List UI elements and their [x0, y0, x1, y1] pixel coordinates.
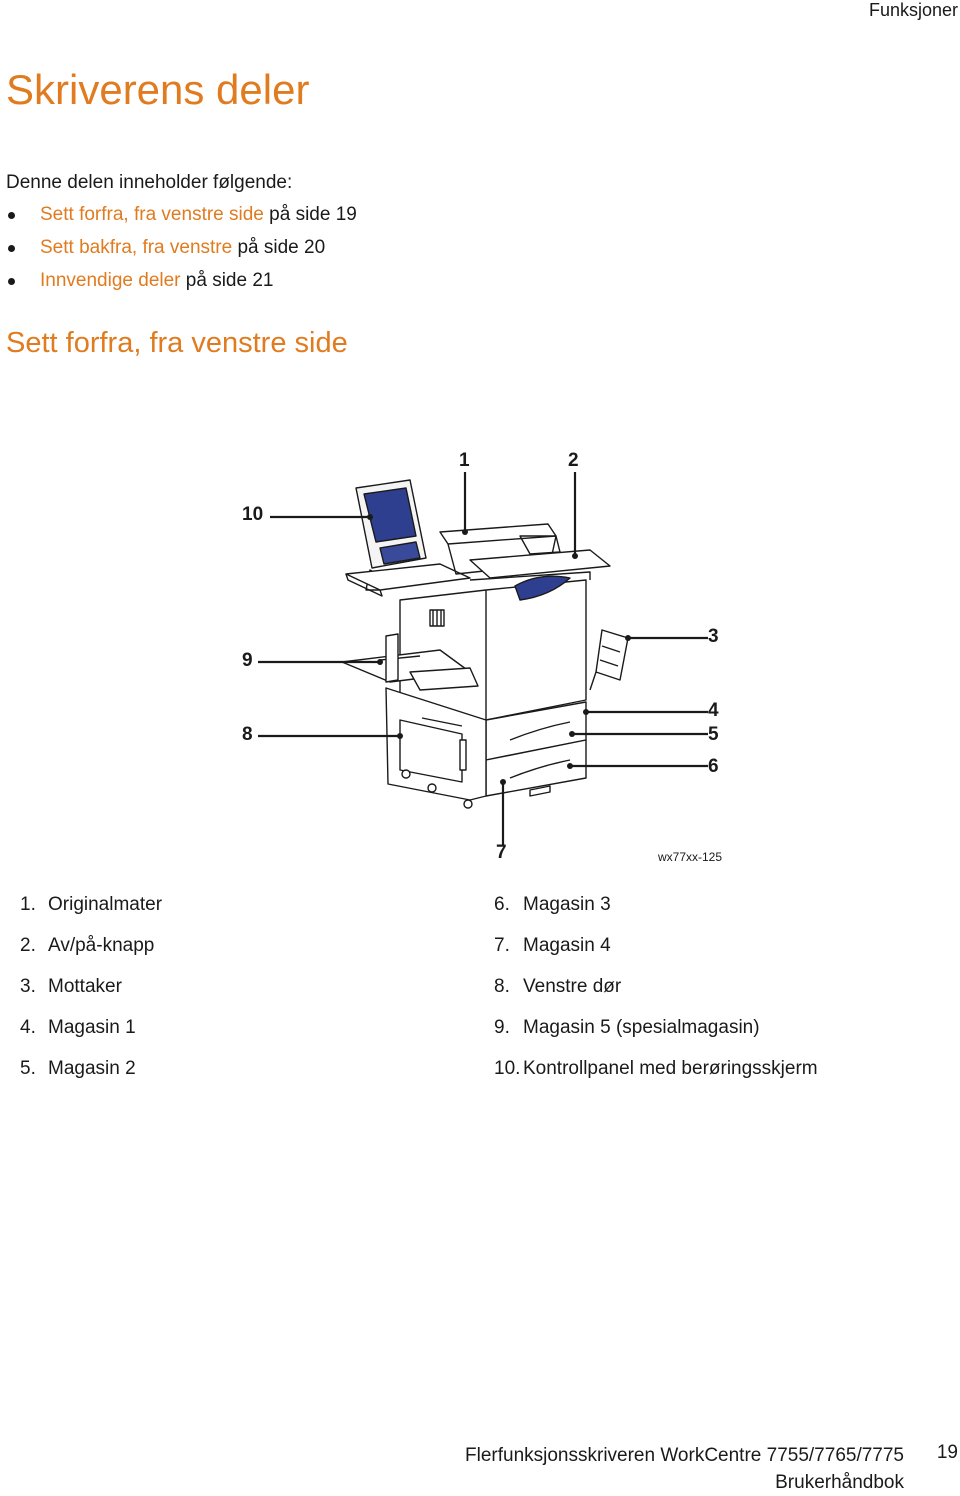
- callout-10: 10: [242, 504, 264, 525]
- page-number: 19: [936, 1442, 958, 1463]
- legend-number: 2.: [20, 935, 36, 956]
- callout-5: 5: [708, 724, 719, 745]
- legend-label: Magasin 3: [523, 894, 611, 915]
- legend-item: 8. Venstre dør: [494, 976, 818, 1017]
- toc-item: Innvendige deler på side 21: [6, 270, 357, 303]
- legend-label: Kontrollpanel med berøringsskjerm: [523, 1058, 818, 1079]
- toc-page-ref: på side 21: [180, 270, 274, 291]
- callout-8: 8: [242, 724, 253, 745]
- running-header: Funksjoner: [868, 0, 958, 20]
- toc-page-ref: på side 19: [263, 204, 357, 225]
- callout-2: 2: [568, 450, 579, 471]
- legend-item: 9. Magasin 5 (spesialmagasin): [494, 1017, 818, 1058]
- bullet-icon: [8, 245, 15, 252]
- callout-3: 3: [708, 626, 719, 647]
- control-panel-icon: [355, 479, 427, 591]
- legend-item: 6. Magasin 3: [494, 894, 818, 935]
- toc-list: Sett forfra, fra venstre side på side 19…: [6, 204, 357, 303]
- footer-product: Flerfunksjonsskriveren WorkCentre 7755/7…: [465, 1445, 904, 1466]
- callout-1: 1: [459, 450, 470, 471]
- legend-item: 4. Magasin 1: [20, 1017, 162, 1058]
- legend-label: Av/på-knapp: [48, 935, 155, 956]
- legend-label: Originalmater: [48, 894, 163, 915]
- legend-number: 6.: [494, 894, 510, 915]
- legend-item: 3. Mottaker: [20, 976, 162, 1017]
- legend-label: Magasin 1: [48, 1017, 136, 1038]
- footer-doc: Brukerhåndbok: [775, 1472, 904, 1493]
- legend-number: 1.: [20, 894, 36, 915]
- legend-item: 2. Av/på-knapp: [20, 935, 162, 976]
- legend-number: 4.: [20, 1017, 36, 1038]
- legend-item: 7. Magasin 4: [494, 935, 818, 976]
- callout-7: 7: [496, 842, 507, 863]
- legend-number: 8.: [494, 976, 510, 997]
- image-id: wx77xx-125: [658, 850, 723, 864]
- legend-number: 9.: [494, 1017, 510, 1038]
- legend-right: 6. Magasin 3 7. Magasin 4 8. Venstre dør 9.…: [494, 894, 818, 1099]
- legend-item: 10.Kontrollpanel med berøringsskjerm: [494, 1058, 818, 1099]
- legend-label: Magasin 5 (spesialmagasin): [523, 1017, 760, 1038]
- toc-link[interactable]: Sett forfra, fra venstre side: [40, 204, 264, 225]
- bypass-tray-icon: [341, 649, 479, 691]
- legend-label: Mottaker: [48, 976, 122, 997]
- callout-6: 6: [708, 756, 719, 777]
- legend-item: 1. Originalmater: [20, 894, 162, 935]
- vent-icon: [429, 609, 445, 627]
- callout-9: 9: [242, 650, 253, 671]
- callout-dots: [367, 514, 631, 785]
- legend-number: 10.: [494, 1058, 521, 1079]
- legend-label: Venstre dør: [523, 976, 622, 997]
- printer-figure: 1 2 3 4 5 6 7 8 9 10 wx77xx-125: [230, 440, 730, 870]
- output-receiver-icon: [589, 629, 629, 691]
- toc-item: Sett bakfra, fra venstre på side 20: [6, 237, 357, 270]
- legend-label: Magasin 2: [48, 1058, 136, 1079]
- legend-number: 3.: [20, 976, 36, 997]
- legend-number: 7.: [494, 935, 510, 956]
- paper-trays-icon: [485, 701, 587, 797]
- legend-item: 5. Magasin 2: [20, 1058, 162, 1099]
- bullet-icon: [8, 212, 15, 219]
- bullet-icon: [8, 278, 15, 285]
- toc-link[interactable]: Sett bakfra, fra venstre: [40, 237, 233, 258]
- toc-item: Sett forfra, fra venstre side på side 19: [6, 204, 357, 237]
- legend-left: 1. Originalmater 2. Av/på-knapp 3. Mottaker…: [20, 894, 162, 1099]
- callout-leaders: [258, 472, 708, 846]
- printer-illustration: [258, 472, 708, 846]
- toc-page-ref: på side 20: [232, 237, 326, 258]
- toc-link[interactable]: Innvendige deler: [40, 270, 181, 291]
- legend-number: 5.: [20, 1058, 36, 1079]
- page-title: Skriverens deler: [6, 66, 310, 113]
- legend-label: Magasin 4: [523, 935, 611, 956]
- callout-4: 4: [708, 700, 719, 721]
- section-subtitle: Sett forfra, fra venstre side: [6, 327, 348, 359]
- intro-text: Denne delen inneholder følgende:: [6, 172, 293, 193]
